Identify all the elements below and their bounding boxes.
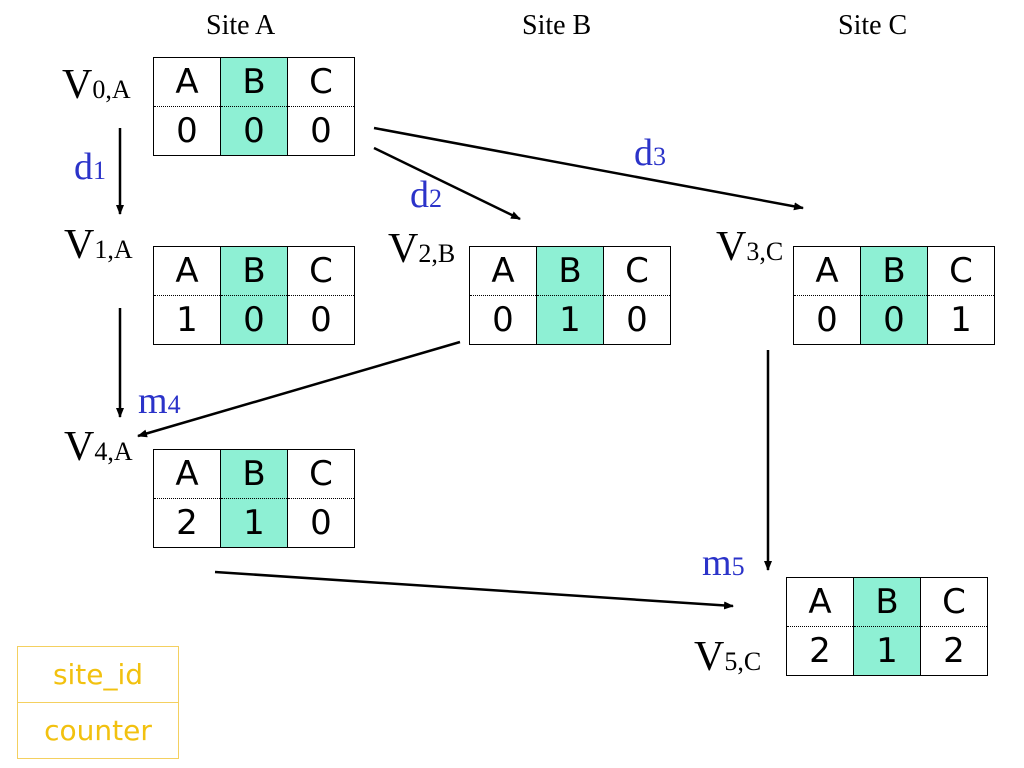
arrow-d3: [373, 126, 804, 211]
column-header-c: C: [287, 246, 355, 296]
site-b-header: Site B: [522, 10, 592, 41]
column-header-a: A: [786, 577, 854, 627]
counter-a: 2: [786, 626, 854, 676]
edge-letter: m: [138, 380, 168, 422]
column-header-b: B: [860, 246, 928, 296]
legend: site_id counter: [17, 646, 179, 759]
column-header-a: A: [153, 449, 221, 499]
counter-a: 0: [469, 295, 537, 345]
column-header-b: B: [853, 577, 921, 627]
version-vector-v3c: A B C 0 0 1: [793, 246, 995, 345]
counter-c: 0: [287, 295, 355, 345]
version-letter: V: [694, 634, 725, 680]
counter-b: 1: [220, 498, 288, 548]
edge-letter: m: [702, 542, 732, 584]
counter-b: 1: [853, 626, 921, 676]
edge-label-m4: m4: [138, 382, 181, 420]
counter-c: 0: [603, 295, 671, 345]
edge-subscript: 5: [731, 552, 745, 581]
version-vector-v1a: A B C 1 0 0: [153, 246, 355, 345]
version-subscript: 4,A: [94, 437, 133, 466]
version-subscript: 3,C: [746, 237, 784, 266]
version-subscript: 1,A: [94, 235, 133, 264]
edge-letter: d: [634, 132, 653, 174]
version-label-v5c: V5,C: [694, 636, 761, 678]
column-header-b: B: [220, 57, 288, 107]
edge-subscript: 3: [653, 142, 666, 171]
counter-b: 0: [220, 295, 288, 345]
counter-a: 2: [153, 498, 221, 548]
version-vector-v0a: A B C 0 0 0: [153, 57, 355, 156]
version-label-v1a: V1,A: [64, 224, 133, 266]
edge-letter: d: [410, 174, 429, 216]
column-header-b: B: [536, 246, 604, 296]
column-header-a: A: [153, 57, 221, 107]
counter-c: 2: [920, 626, 988, 676]
column-header-b: B: [220, 449, 288, 499]
version-letter: V: [64, 424, 95, 470]
counter-b: 1: [536, 295, 604, 345]
counter-a: 0: [153, 106, 221, 156]
edge-label-d3: d3: [634, 134, 666, 172]
counter-a: 1: [153, 295, 221, 345]
version-letter: V: [64, 222, 95, 268]
edge-label-d2: d2: [410, 176, 442, 214]
column-header-c: C: [287, 449, 355, 499]
site-c-header: Site C: [838, 10, 908, 41]
counter-c: 0: [287, 498, 355, 548]
edge-subscript: 4: [167, 390, 181, 419]
column-header-c: C: [287, 57, 355, 107]
version-vector-v5c: A B C 2 1 2: [786, 577, 988, 676]
counter-b: 0: [220, 106, 288, 156]
version-label-v3c: V3,C: [716, 226, 783, 268]
column-header-a: A: [793, 246, 861, 296]
site-a-header: Site A: [206, 10, 276, 41]
column-header-a: A: [469, 246, 537, 296]
version-letter: V: [62, 62, 93, 108]
version-subscript: 5,C: [724, 647, 762, 676]
version-label-v4a: V4,A: [64, 426, 133, 468]
version-vector-v4a: A B C 2 1 0: [153, 449, 355, 548]
legend-counter: counter: [17, 702, 179, 759]
edge-letter: d: [74, 146, 93, 188]
edge-subscript: 1: [93, 156, 106, 185]
version-subscript: 0,A: [92, 75, 131, 104]
arrow-m5-remote: [214, 570, 734, 610]
column-header-c: C: [927, 246, 995, 296]
edge-label-m5: m5: [702, 544, 745, 582]
edge-subscript: 2: [429, 184, 442, 213]
column-header-a: A: [153, 246, 221, 296]
version-vector-v2b: A B C 0 1 0: [469, 246, 671, 345]
counter-c: 1: [927, 295, 995, 345]
arrow-m4: [137, 340, 461, 438]
column-header-b: B: [220, 246, 288, 296]
version-label-v0a: V0,A: [62, 64, 131, 106]
counter-c: 0: [287, 106, 355, 156]
counter-a: 0: [793, 295, 861, 345]
version-label-v2b: V2,B: [388, 228, 455, 270]
column-header-c: C: [603, 246, 671, 296]
column-header-c: C: [920, 577, 988, 627]
version-subscript: 2,B: [418, 239, 456, 268]
legend-site-id: site_id: [17, 646, 179, 703]
counter-b: 0: [860, 295, 928, 345]
version-letter: V: [388, 226, 419, 272]
version-letter: V: [716, 224, 747, 270]
arrow-d2: [373, 146, 521, 221]
edge-label-d1: d1: [74, 148, 106, 186]
